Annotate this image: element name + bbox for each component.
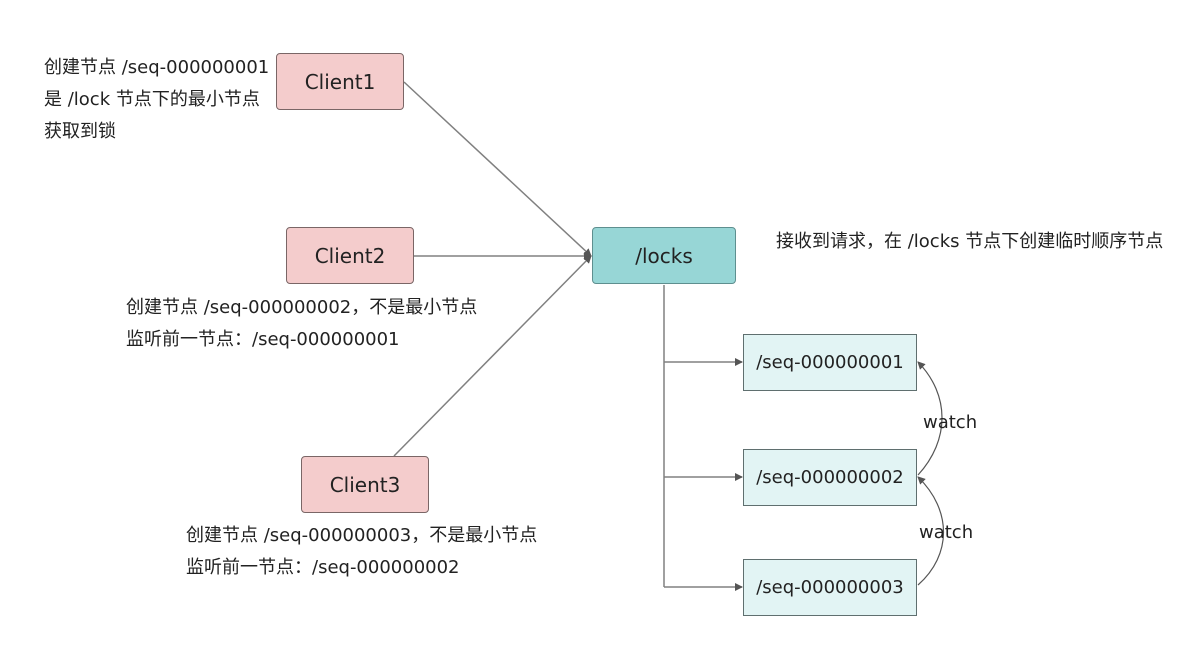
client3-note-line: 创建节点 /seq-000000003，不是最小节点 <box>186 525 538 546</box>
client1-note-line: 创建节点 /seq-000000001 <box>44 57 270 78</box>
client2-note: 创建节点 /seq-000000002，不是最小节点 监听前一节点：/seq-0… <box>126 292 477 356</box>
client3-note-line: 监听前一节点：/seq-000000002 <box>186 557 460 578</box>
client3-to-locks-edge <box>393 255 592 457</box>
locks-note: 接收到请求，在 /locks 节点下创建临时顺序节点 <box>776 231 1164 252</box>
client2-note-line: 监听前一节点：/seq-000000001 <box>126 329 400 350</box>
client2-note-line: 创建节点 /seq-000000002，不是最小节点 <box>126 297 478 318</box>
client1-node: Client1 <box>276 53 404 110</box>
locks-node: /locks <box>592 227 736 284</box>
client1-note-line: 获取到锁 <box>44 121 116 142</box>
client3-node: Client3 <box>301 456 429 513</box>
client2-node: Client2 <box>286 227 414 284</box>
client3-note: 创建节点 /seq-000000003，不是最小节点 监听前一节点：/seq-0… <box>186 520 537 584</box>
watch-seq2-to-seq1-curve <box>917 361 943 476</box>
client1-to-locks-edge <box>403 81 592 257</box>
watch-seq3-to-seq2-curve <box>917 476 945 586</box>
client1-note-line: 是 /lock 节点下的最小节点 <box>44 89 260 110</box>
seq-node-2: /seq-000000002 <box>743 449 917 506</box>
seq-node-1: /seq-000000001 <box>743 334 917 391</box>
client1-note: 创建节点 /seq-000000001 是 /lock 节点下的最小节点 获取到… <box>44 52 269 148</box>
watch-label-2: watch <box>919 522 974 543</box>
seq-node-3: /seq-000000003 <box>743 559 917 616</box>
watch-label-1: watch <box>923 412 978 433</box>
